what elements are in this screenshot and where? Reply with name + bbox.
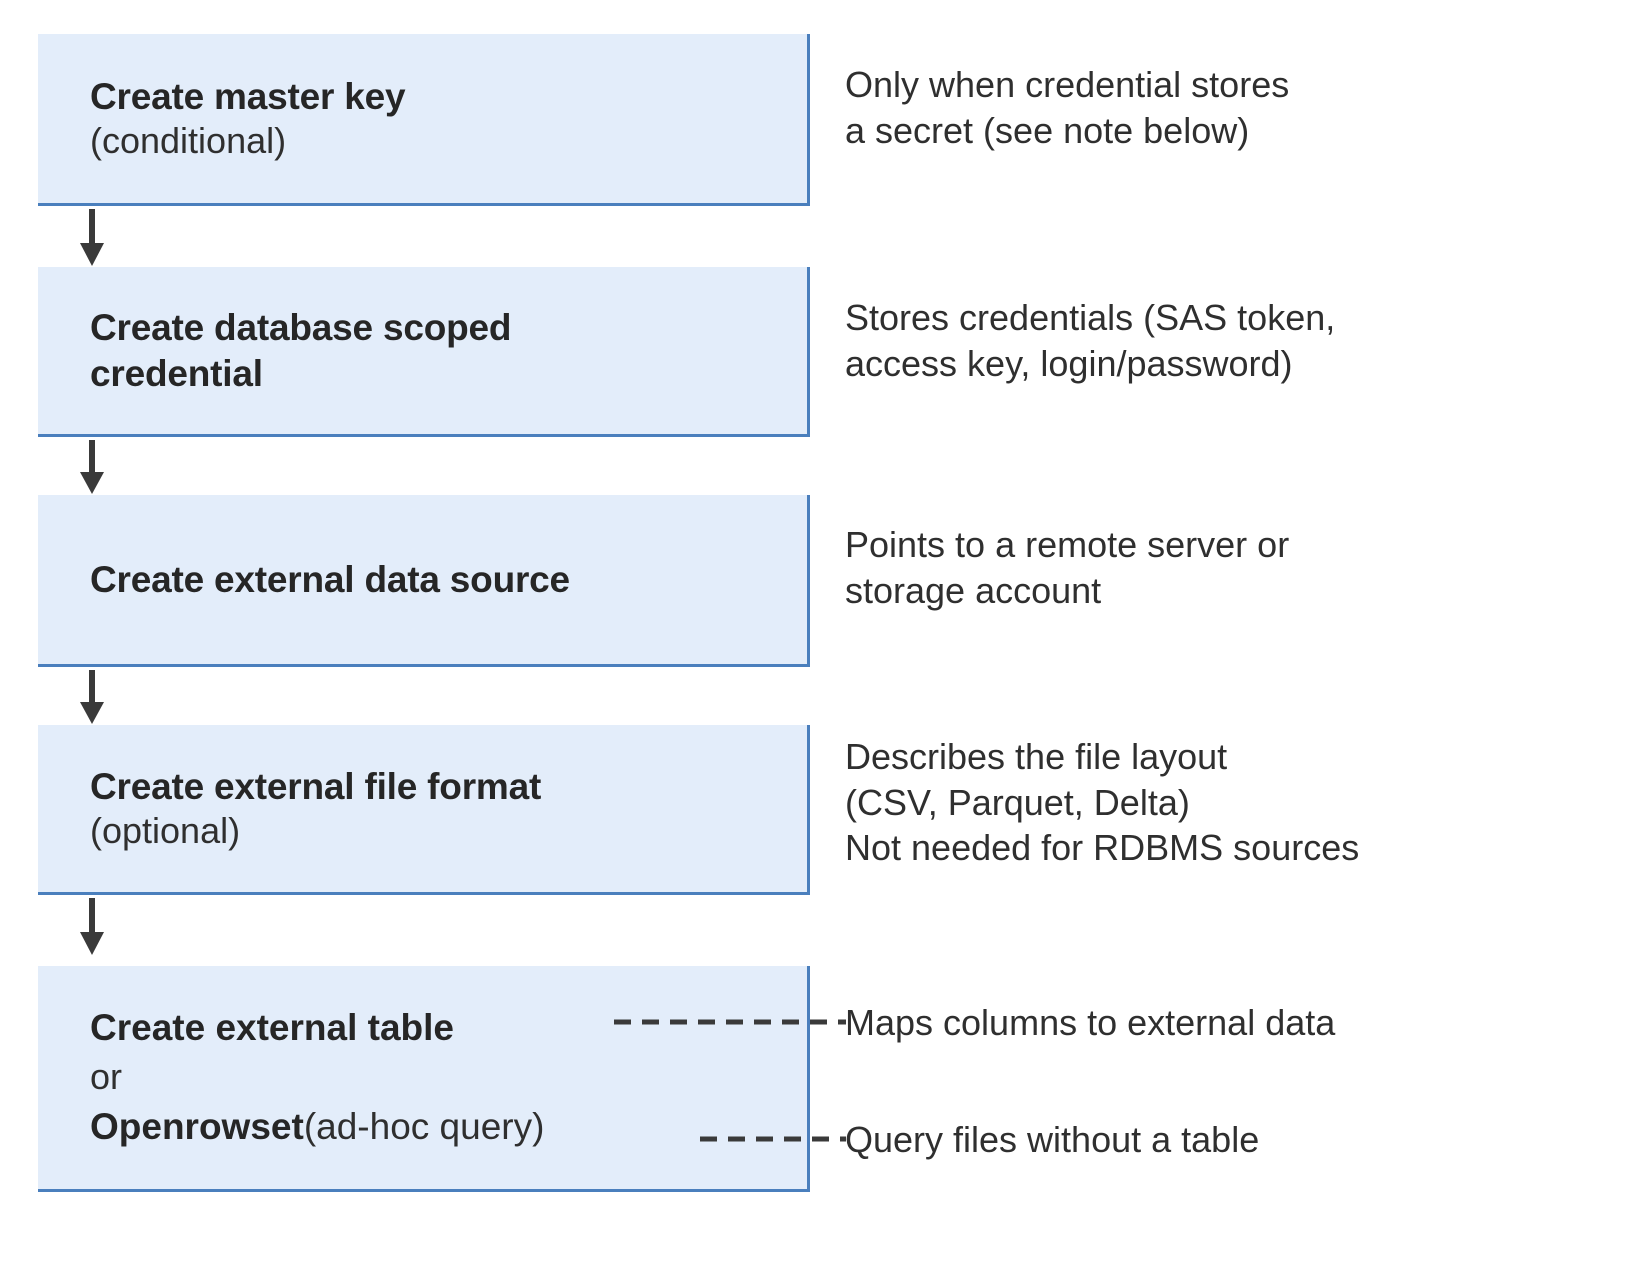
option-a-label: Create external table bbox=[90, 1007, 455, 1049]
arrow-down-icon bbox=[78, 898, 108, 956]
step-description-create-external-data-source: Points to a remote server or storage acc… bbox=[845, 524, 1290, 611]
step-box-create-external-table-or-openrowset[interactable]: Create external table or Openrowset (ad-… bbox=[38, 966, 810, 1192]
step-title: Create external file format bbox=[90, 765, 542, 807]
step-content: Create external data source bbox=[38, 557, 807, 602]
step-title: Create master key bbox=[90, 75, 406, 117]
step-title: Create database scoped credential bbox=[90, 307, 512, 394]
option-a-description: Maps columns to external data bbox=[845, 1002, 1336, 1043]
option-b-label: Openrowset bbox=[90, 1106, 304, 1148]
step-content: Create master key (conditional) bbox=[38, 74, 807, 163]
dashed-leader-icon bbox=[614, 1019, 846, 1025]
option-b-qualifier: (ad-hoc query) bbox=[303, 1106, 545, 1148]
step-description-create-external-file-format: Describes the file layout (CSV, Parquet,… bbox=[845, 736, 1360, 869]
step-description-create-database-scoped-credential: Stores credentials (SAS token, access ke… bbox=[845, 297, 1336, 384]
option-b-row[interactable]: Openrowset (ad-hoc query) bbox=[90, 1104, 793, 1149]
step-title: Create external data source bbox=[90, 558, 570, 600]
step-content: Create external file format (optional) bbox=[38, 764, 807, 853]
arrow-down-icon bbox=[78, 209, 108, 267]
arrow-down-icon bbox=[78, 670, 108, 725]
dashed-leader-icon bbox=[700, 1136, 846, 1142]
step-content: Create external table or Openrowset (ad-… bbox=[38, 1005, 807, 1149]
step-description-create-master-key: Only when credential stores a secret (se… bbox=[845, 64, 1290, 151]
step-box-create-database-scoped-credential[interactable]: Create database scoped credential bbox=[38, 267, 810, 437]
option-a-row[interactable]: Create external table bbox=[90, 1005, 793, 1050]
option-separator-label: or bbox=[90, 1055, 123, 1097]
arrow-down-icon bbox=[78, 440, 108, 495]
step-box-create-external-file-format[interactable]: Create external file format (optional) bbox=[38, 725, 810, 895]
step-box-create-master-key[interactable]: Create master key (conditional) bbox=[38, 34, 810, 206]
step-subtitle: (conditional) bbox=[90, 120, 287, 162]
option-b-description: Query files without a table bbox=[845, 1119, 1260, 1160]
step-box-create-external-data-source[interactable]: Create external data source bbox=[38, 495, 810, 667]
step-subtitle: (optional) bbox=[90, 810, 241, 852]
step-content: Create database scoped credential bbox=[38, 305, 807, 395]
